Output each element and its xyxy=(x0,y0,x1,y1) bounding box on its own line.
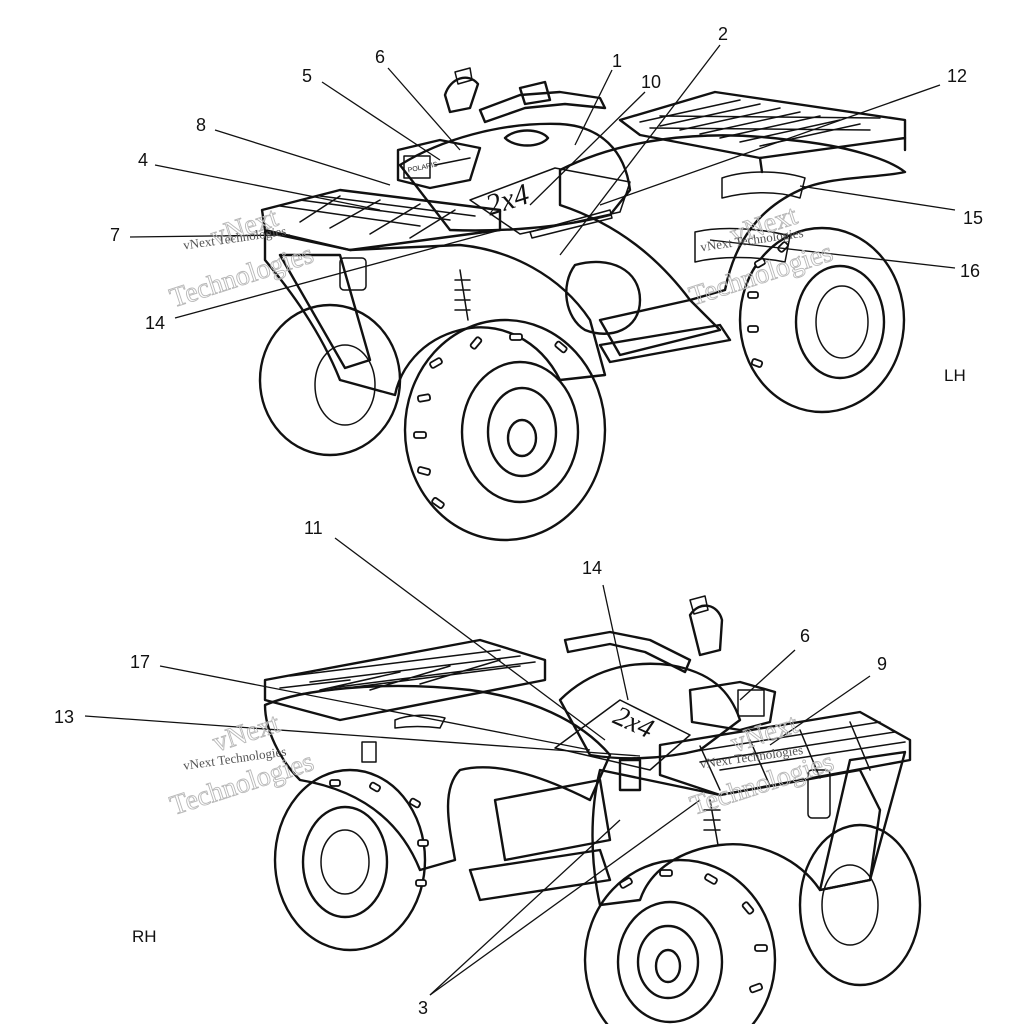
front-fender xyxy=(263,230,607,397)
callout-12: 12 xyxy=(947,66,967,86)
model-badge-text-rh: 2x4 xyxy=(609,700,659,745)
callout-16: 16 xyxy=(960,261,980,281)
front-wheel-lh xyxy=(403,318,607,542)
callout-17: 17 xyxy=(130,652,150,672)
front-wheel-far-lh xyxy=(258,303,402,457)
callout-6-top: 6 xyxy=(375,47,385,67)
rear-wheel-lh xyxy=(738,226,906,414)
front-wheel-rh xyxy=(583,858,777,1024)
callout-8: 8 xyxy=(196,115,206,135)
gas-cap xyxy=(503,129,550,147)
brand-strip-text: POLARIS xyxy=(407,161,438,174)
side-decal-panel-rh xyxy=(554,699,691,771)
atv-right-side-view: 2x4 xyxy=(263,595,922,1024)
front-grille xyxy=(278,253,372,370)
view-label-lh: LH xyxy=(944,366,966,385)
front-light xyxy=(339,257,367,291)
side-decal-panel xyxy=(469,167,631,235)
fuel-tank xyxy=(398,122,632,232)
fuel-tank-rh xyxy=(558,662,742,760)
callout-14-bottom: 14 xyxy=(582,558,602,578)
shock-absorber xyxy=(618,758,642,792)
rear-fender xyxy=(558,134,907,302)
callout-numbers: 1 2 10 6 5 8 4 7 14 12 15 16 11 14 6 9 1… xyxy=(54,24,983,1018)
handlebar-rh xyxy=(563,595,724,674)
view-label-rh: RH xyxy=(132,927,157,946)
callout-11: 11 xyxy=(304,518,323,538)
model-badge-text: 2x4 xyxy=(482,178,533,223)
engine xyxy=(565,260,642,335)
atv-left-side-view: 2x4 xyxy=(258,67,907,542)
front-rack-rh xyxy=(658,710,912,797)
callout-2: 2 xyxy=(718,24,728,44)
front-wheel-tread-lh xyxy=(413,333,568,510)
engine-rh xyxy=(493,778,612,862)
rear-wheel-rh xyxy=(273,768,427,952)
rear-rack-rh xyxy=(263,638,547,722)
callout-10: 10 xyxy=(641,72,661,92)
callout-13: 13 xyxy=(54,707,74,727)
handlebar xyxy=(443,67,607,124)
callout-6-bottom: 6 xyxy=(800,626,810,646)
rear-rack xyxy=(618,90,907,174)
callout-5: 5 xyxy=(302,66,312,86)
callout-3: 3 xyxy=(418,998,428,1018)
callout-9: 9 xyxy=(877,654,887,674)
front-grille-rh xyxy=(818,750,907,892)
leader-lines xyxy=(84,44,956,996)
rear-wheel-tread-lh xyxy=(747,241,789,368)
callout-7: 7 xyxy=(110,225,120,245)
callout-15: 15 xyxy=(963,208,983,228)
front-wheel-far-rh xyxy=(798,823,922,987)
callout-4: 4 xyxy=(138,150,148,170)
callout-1: 1 xyxy=(612,51,622,71)
headlight-pod-rh xyxy=(688,680,777,732)
callout-14-top: 14 xyxy=(145,313,165,333)
headlight-pod xyxy=(396,138,482,190)
rear-fender-rh xyxy=(263,684,612,872)
front-light-rh xyxy=(807,769,831,819)
front-wheel-tread-rh xyxy=(619,869,768,994)
footrest-rh xyxy=(468,848,612,902)
rear-wheel-tread-rh xyxy=(329,779,429,887)
